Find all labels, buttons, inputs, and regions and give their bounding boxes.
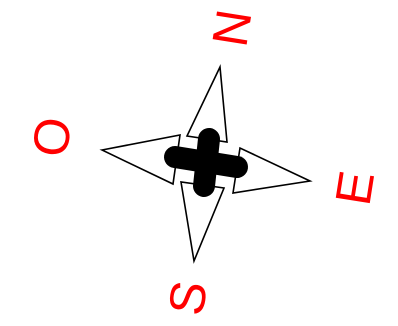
south-label: S — [158, 277, 219, 319]
east-label: E — [325, 167, 386, 209]
west-label: O — [21, 113, 82, 160]
center-cross — [164, 128, 248, 197]
compass-points — [99, 64, 313, 264]
north-label: N — [202, 6, 263, 50]
center-cross-horizontal — [164, 146, 248, 178]
